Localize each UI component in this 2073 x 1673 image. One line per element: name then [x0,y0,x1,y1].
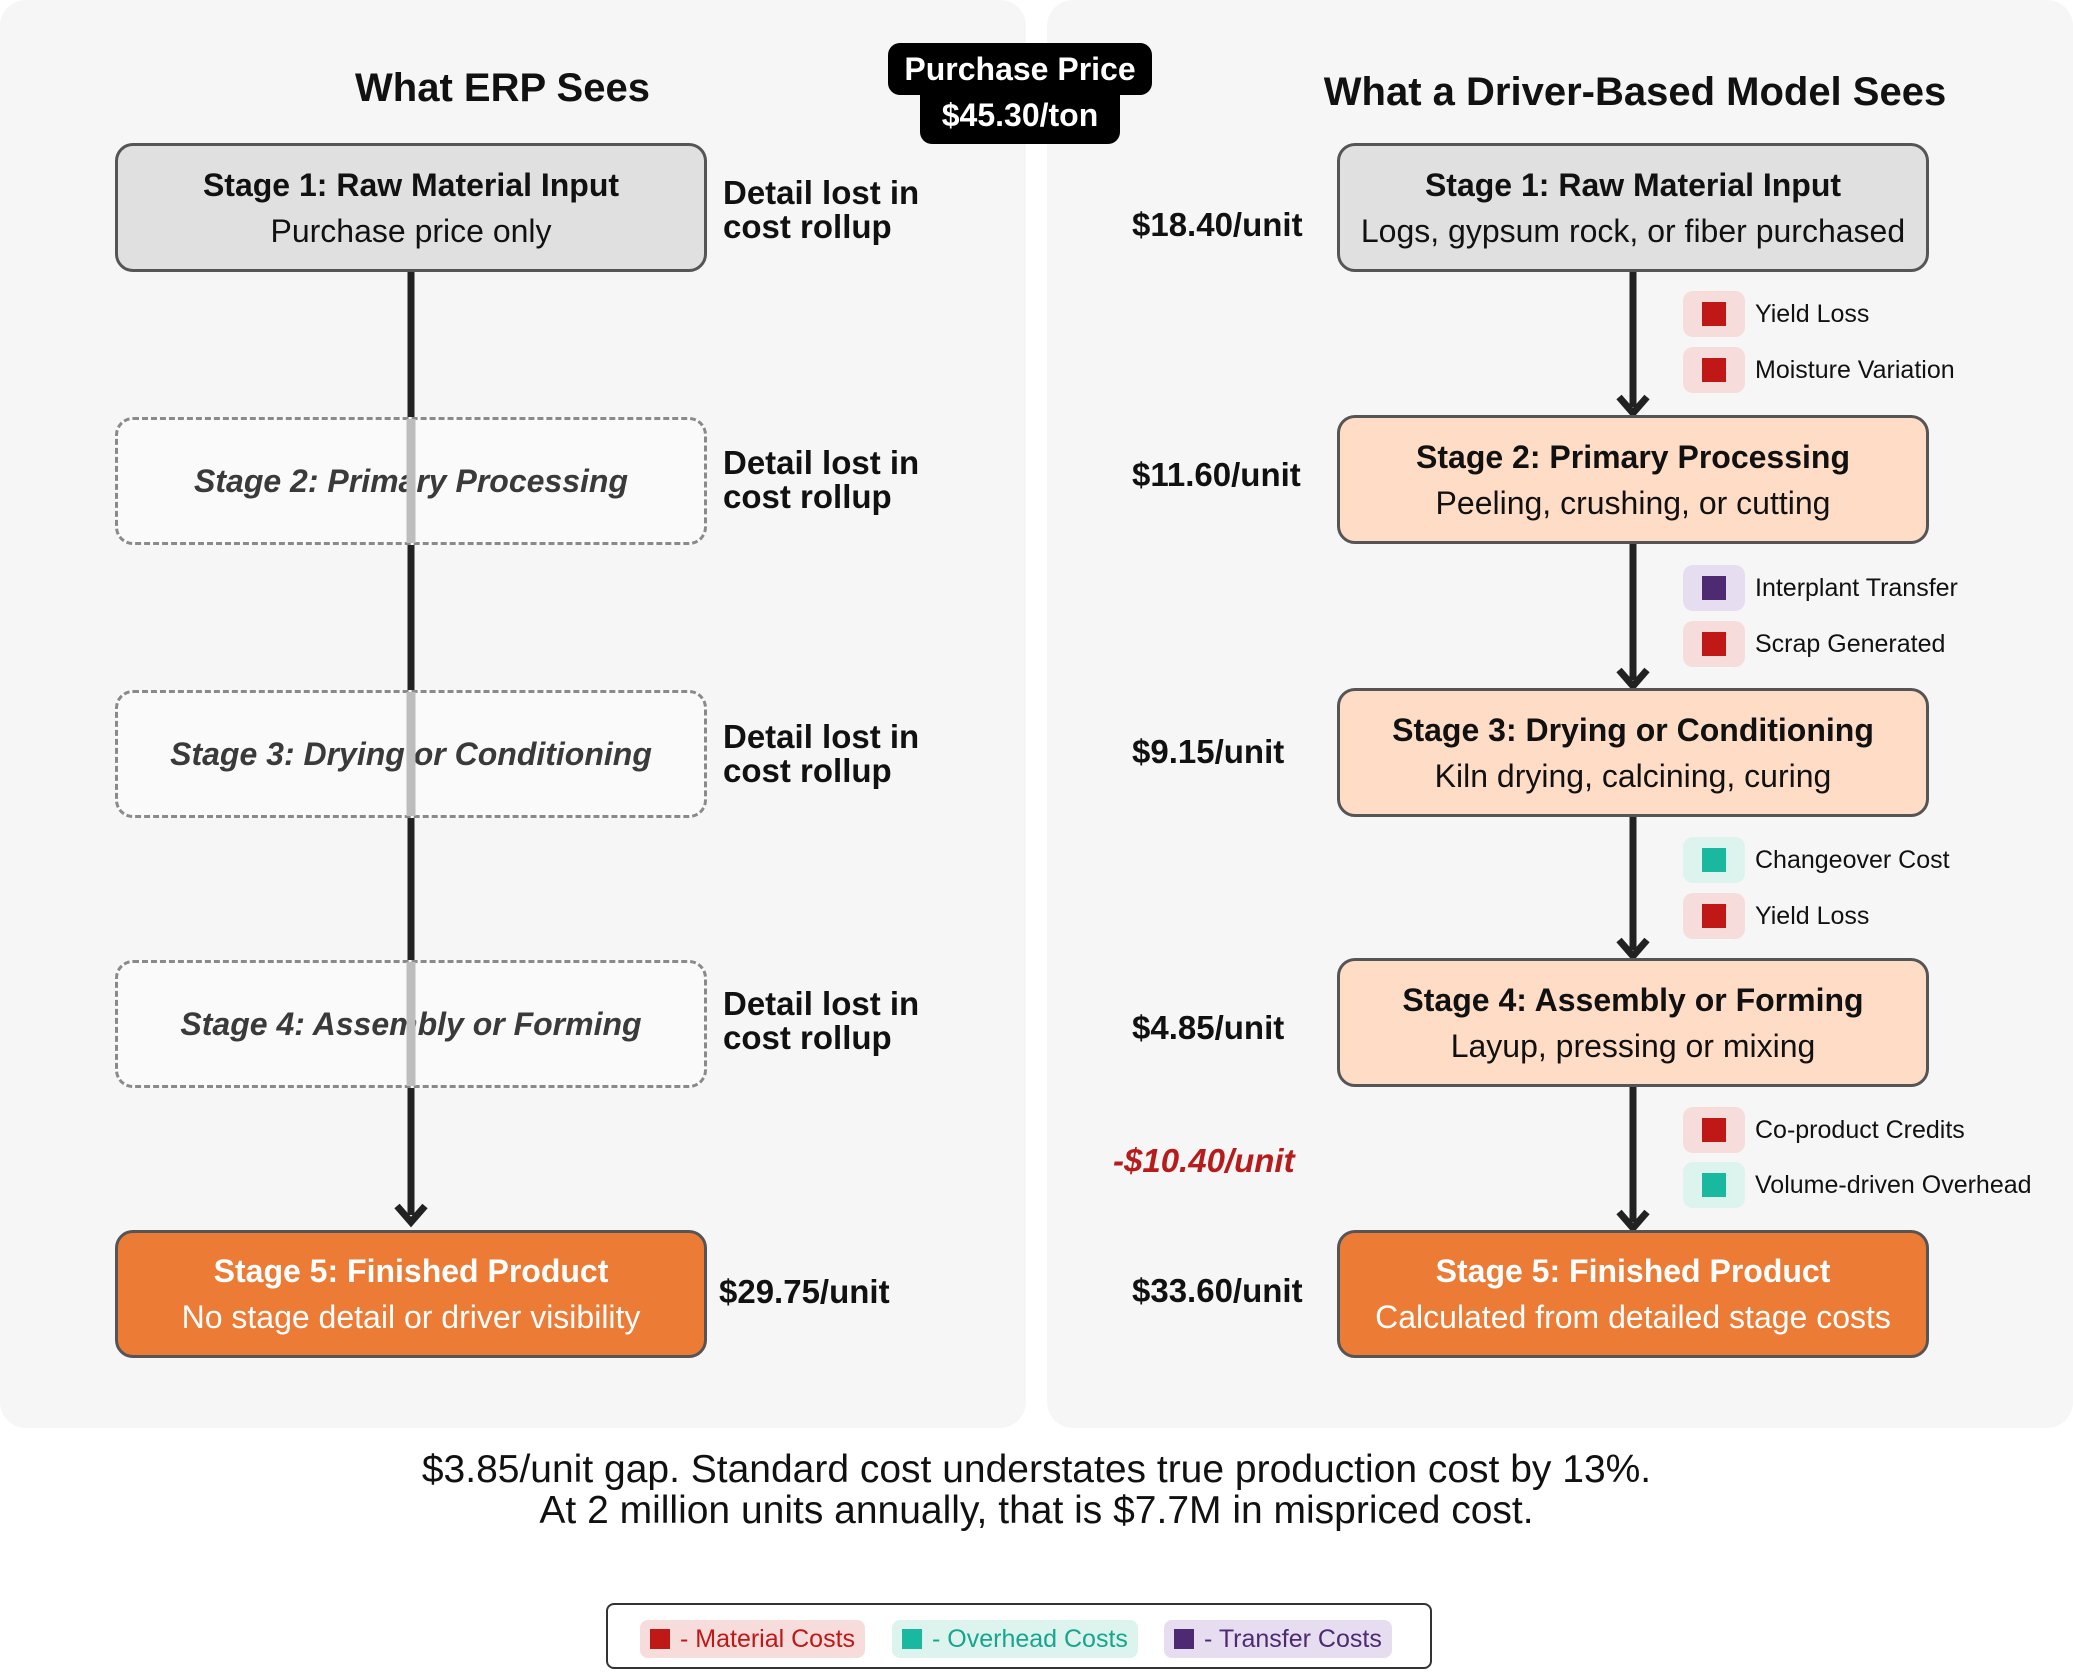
driver-stage-5-subtitle: Calculated from detailed stage costs [1375,1299,1891,1335]
driver-label: Co-product Credits [1755,1115,1965,1144]
driver-label: Scrap Generated [1755,629,1946,658]
driver-label: Yield Loss [1755,901,1870,930]
driver-label: Changeover Cost [1755,845,1950,874]
overhead-cost-icon [1683,837,1745,883]
purchase-price-badge: Purchase Price [888,43,1152,95]
co-product-credit-price: -$10.40/unit [1113,1142,1295,1179]
overhead-swatch-icon [902,1629,922,1649]
erp-stage-5-box: Stage 5: Finished Product No stage detai… [115,1230,707,1358]
erp-stage-1-subtitle: Purchase price only [270,212,552,249]
driver-stage-1-box: Stage 1: Raw Material Input Logs, gypsum… [1337,143,1929,272]
driver-panel-title: What a Driver-Based Model Sees [1323,70,1947,114]
arrow-stage3-stage4-head [1616,937,1650,962]
overhead-cost-icon [1683,1162,1745,1208]
driver-stage-3-subtitle: Kiln drying, calcining, curing [1434,757,1832,794]
transfer-swatch-icon [1174,1629,1194,1649]
driver-stage-2-title: Stage 2: Primary Processing [1416,438,1850,475]
material-cost-icon [1683,893,1745,939]
driver-label: Volume-driven Overhead [1755,1170,2032,1199]
driver-stage-2-subtitle: Peeling, crushing, or cutting [1435,484,1831,521]
legend-transfer: - Transfer Costs [1164,1620,1392,1658]
driver-stage-1-price: $18.40/unit [1132,206,1303,243]
transfer-cost-icon [1683,565,1745,611]
driver-stage-5-price: $33.60/unit [1132,1272,1303,1309]
erp-stage-5-price: $29.75/unit [719,1273,890,1310]
driver-stage-1-title: Stage 1: Raw Material Input [1424,166,1842,203]
driver-stage-4-box: Stage 4: Assembly or Forming Layup, pres… [1337,958,1929,1087]
erp-stage-1-title: Stage 1: Raw Material Input [202,166,620,203]
driver-label: Interplant Transfer [1755,573,1958,602]
driver-stage-3-price: $9.15/unit [1132,733,1285,770]
purchase-price-label: Purchase Price [904,51,1136,87]
erp-stage-1-note: Detail lost in cost rollup [723,174,920,245]
erp-panel-title: What ERP Sees [355,66,650,110]
driver-stage-2-box: Stage 2: Primary Processing Peeling, cru… [1337,415,1929,544]
erp-stage-2-note: Detail lost in cost rollup [723,444,920,515]
driver-stage-3-box: Stage 3: Drying or Conditioning Kiln dry… [1337,688,1929,817]
material-cost-icon [1683,621,1745,667]
driver-co-product-credits: Co-product Credits [1683,1107,1965,1153]
driver-label: Moisture Variation [1755,355,1955,384]
driver-label: Yield Loss [1755,299,1870,328]
driver-stage-4-title: Stage 4: Assembly or Forming [1402,981,1864,1018]
erp-stage-5-subtitle: No stage detail or driver visibility [181,1299,641,1335]
legend-material-label: - Material Costs [680,1624,856,1653]
driver-changeover-cost: Changeover Cost [1683,837,1950,883]
erp-stage-1-box: Stage 1: Raw Material Input Purchase pri… [115,143,707,272]
erp-stage-3-note: Detail lost in cost rollup [723,718,920,789]
summary-line-1: $3.85/unit gap. Standard cost understate… [421,1448,1652,1491]
arrow-stage2-stage3-head [1616,667,1650,692]
driver-stage-5-box: Stage 5: Finished Product Calculated fro… [1337,1230,1929,1358]
driver-stage-4-subtitle: Layup, pressing or mixing [1450,1027,1816,1064]
material-cost-icon [1683,347,1745,393]
legend-transfer-label: - Transfer Costs [1204,1624,1382,1653]
driver-stage-3-title: Stage 3: Drying or Conditioning [1392,711,1874,748]
erp-stage-5-title: Stage 5: Finished Product [213,1253,609,1289]
legend-material: - Material Costs [640,1620,866,1658]
driver-interplant-transfer: Interplant Transfer [1683,565,1958,611]
material-swatch-icon [650,1629,670,1649]
driver-stage-4-price: $4.85/unit [1132,1009,1285,1046]
driver-yield-loss-2: Yield Loss [1683,893,1869,939]
summary-line-2: At 2 million units annually, that is $7.… [539,1489,1534,1532]
arrow-stage1-stage2-head [1616,394,1650,419]
erp-flow-arrowhead [394,1203,428,1228]
legend-overhead-label: - Overhead Costs [932,1624,1128,1653]
legend-overhead: - Overhead Costs [892,1620,1138,1658]
driver-stage-1-subtitle: Logs, gypsum rock, or fiber purchased [1360,212,1906,249]
driver-moisture-variation: Moisture Variation [1683,347,1955,393]
purchase-price-value-badge: $45.30/ton [920,92,1120,144]
material-cost-icon [1683,291,1745,337]
driver-volume-driven-overhead: Volume-driven Overhead [1683,1162,2032,1208]
driver-stage-5-title: Stage 5: Finished Product [1435,1253,1831,1289]
driver-stage-2-price: $11.60/unit [1132,456,1301,493]
driver-yield-loss: Yield Loss [1683,291,1869,337]
legend: - Material Costs - Overhead Costs - Tran… [606,1603,1432,1669]
erp-stage-4-note: Detail lost in cost rollup [723,985,920,1056]
material-cost-icon [1683,1107,1745,1153]
arrow-stage4-stage5-head [1616,1209,1650,1234]
driver-scrap-generated: Scrap Generated [1683,621,1945,667]
purchase-price-value: $45.30/ton [941,97,1099,133]
